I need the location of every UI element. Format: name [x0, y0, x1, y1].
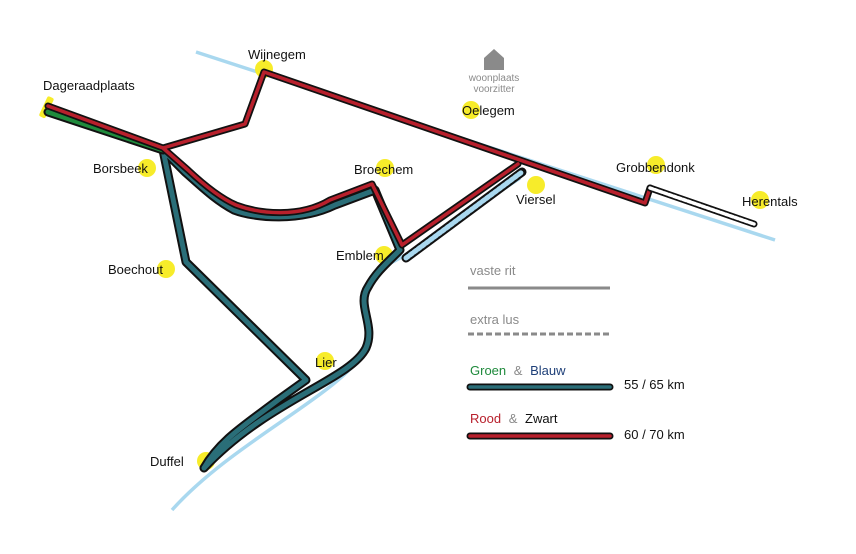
route-blue-extra-inner	[403, 169, 525, 261]
home-label-line1: woonplaats	[468, 73, 520, 84]
legend-extra-label: extra lus	[470, 312, 520, 327]
marker-herentals	[751, 191, 769, 209]
label-boechout: Boechout	[108, 262, 163, 277]
label-dageraadplaats: Dageraadplaats	[43, 78, 135, 93]
label-grobbendonk: Grobbendonk	[616, 160, 695, 175]
legend-red-black-title: Rood & Zwart	[470, 411, 558, 426]
label-viersel: Viersel	[516, 192, 556, 207]
legend-amp-1: &	[514, 363, 523, 378]
legend-fixed-label: vaste rit	[470, 263, 516, 278]
route-red-extra-inner	[648, 186, 756, 226]
label-herentals: Herentals	[742, 194, 798, 209]
marker-lier	[316, 352, 334, 370]
route-red-black	[44, 68, 758, 249]
location-markers	[39, 60, 769, 470]
legend-green-word: Groen	[470, 363, 506, 378]
legend-black-word: Zwart	[525, 411, 558, 426]
route-green-blue	[43, 107, 405, 473]
legend-green-blue-title: Groen & Blauw	[470, 363, 566, 378]
marker-boechout	[157, 260, 175, 278]
legend-green-blue-value: 55 / 65 km	[624, 377, 685, 392]
home-label-line2: voorzitter	[473, 84, 515, 95]
label-broechem: Broechem	[354, 162, 413, 177]
legend-red-word: Rood	[470, 411, 501, 426]
marker-viersel	[527, 176, 545, 194]
legend: vaste rit extra lus Groen & Blauw 55 / 6…	[466, 263, 685, 442]
legend-amp-2: &	[509, 411, 518, 426]
label-wijnegem: Wijnegem	[248, 47, 306, 62]
legend-blue-word: Blauw	[530, 363, 566, 378]
route-red-black-outer	[44, 68, 654, 249]
marker-grobbendonk	[647, 156, 665, 174]
river-nete	[170, 176, 521, 512]
label-duffel: Duffel	[150, 454, 184, 469]
label-emblem: Emblem	[336, 248, 384, 263]
route-red-black-inner	[46, 70, 652, 247]
house-icon	[484, 49, 504, 70]
label-oelegem: Oelegem	[462, 103, 515, 118]
route-blue-extra	[401, 167, 527, 263]
place-labels: Dageraadplaats Wijnegem Oelegem Borsbeek…	[43, 47, 798, 469]
marker-borsbeek	[138, 159, 156, 177]
label-lier: Lier	[315, 355, 337, 370]
legend-red-black-value: 60 / 70 km	[624, 427, 685, 442]
label-borsbeek: Borsbeek	[93, 161, 148, 176]
home-marker: woonplaats voorzitter	[468, 49, 520, 95]
marker-broechem	[376, 159, 394, 177]
marker-oelegem	[462, 101, 480, 119]
